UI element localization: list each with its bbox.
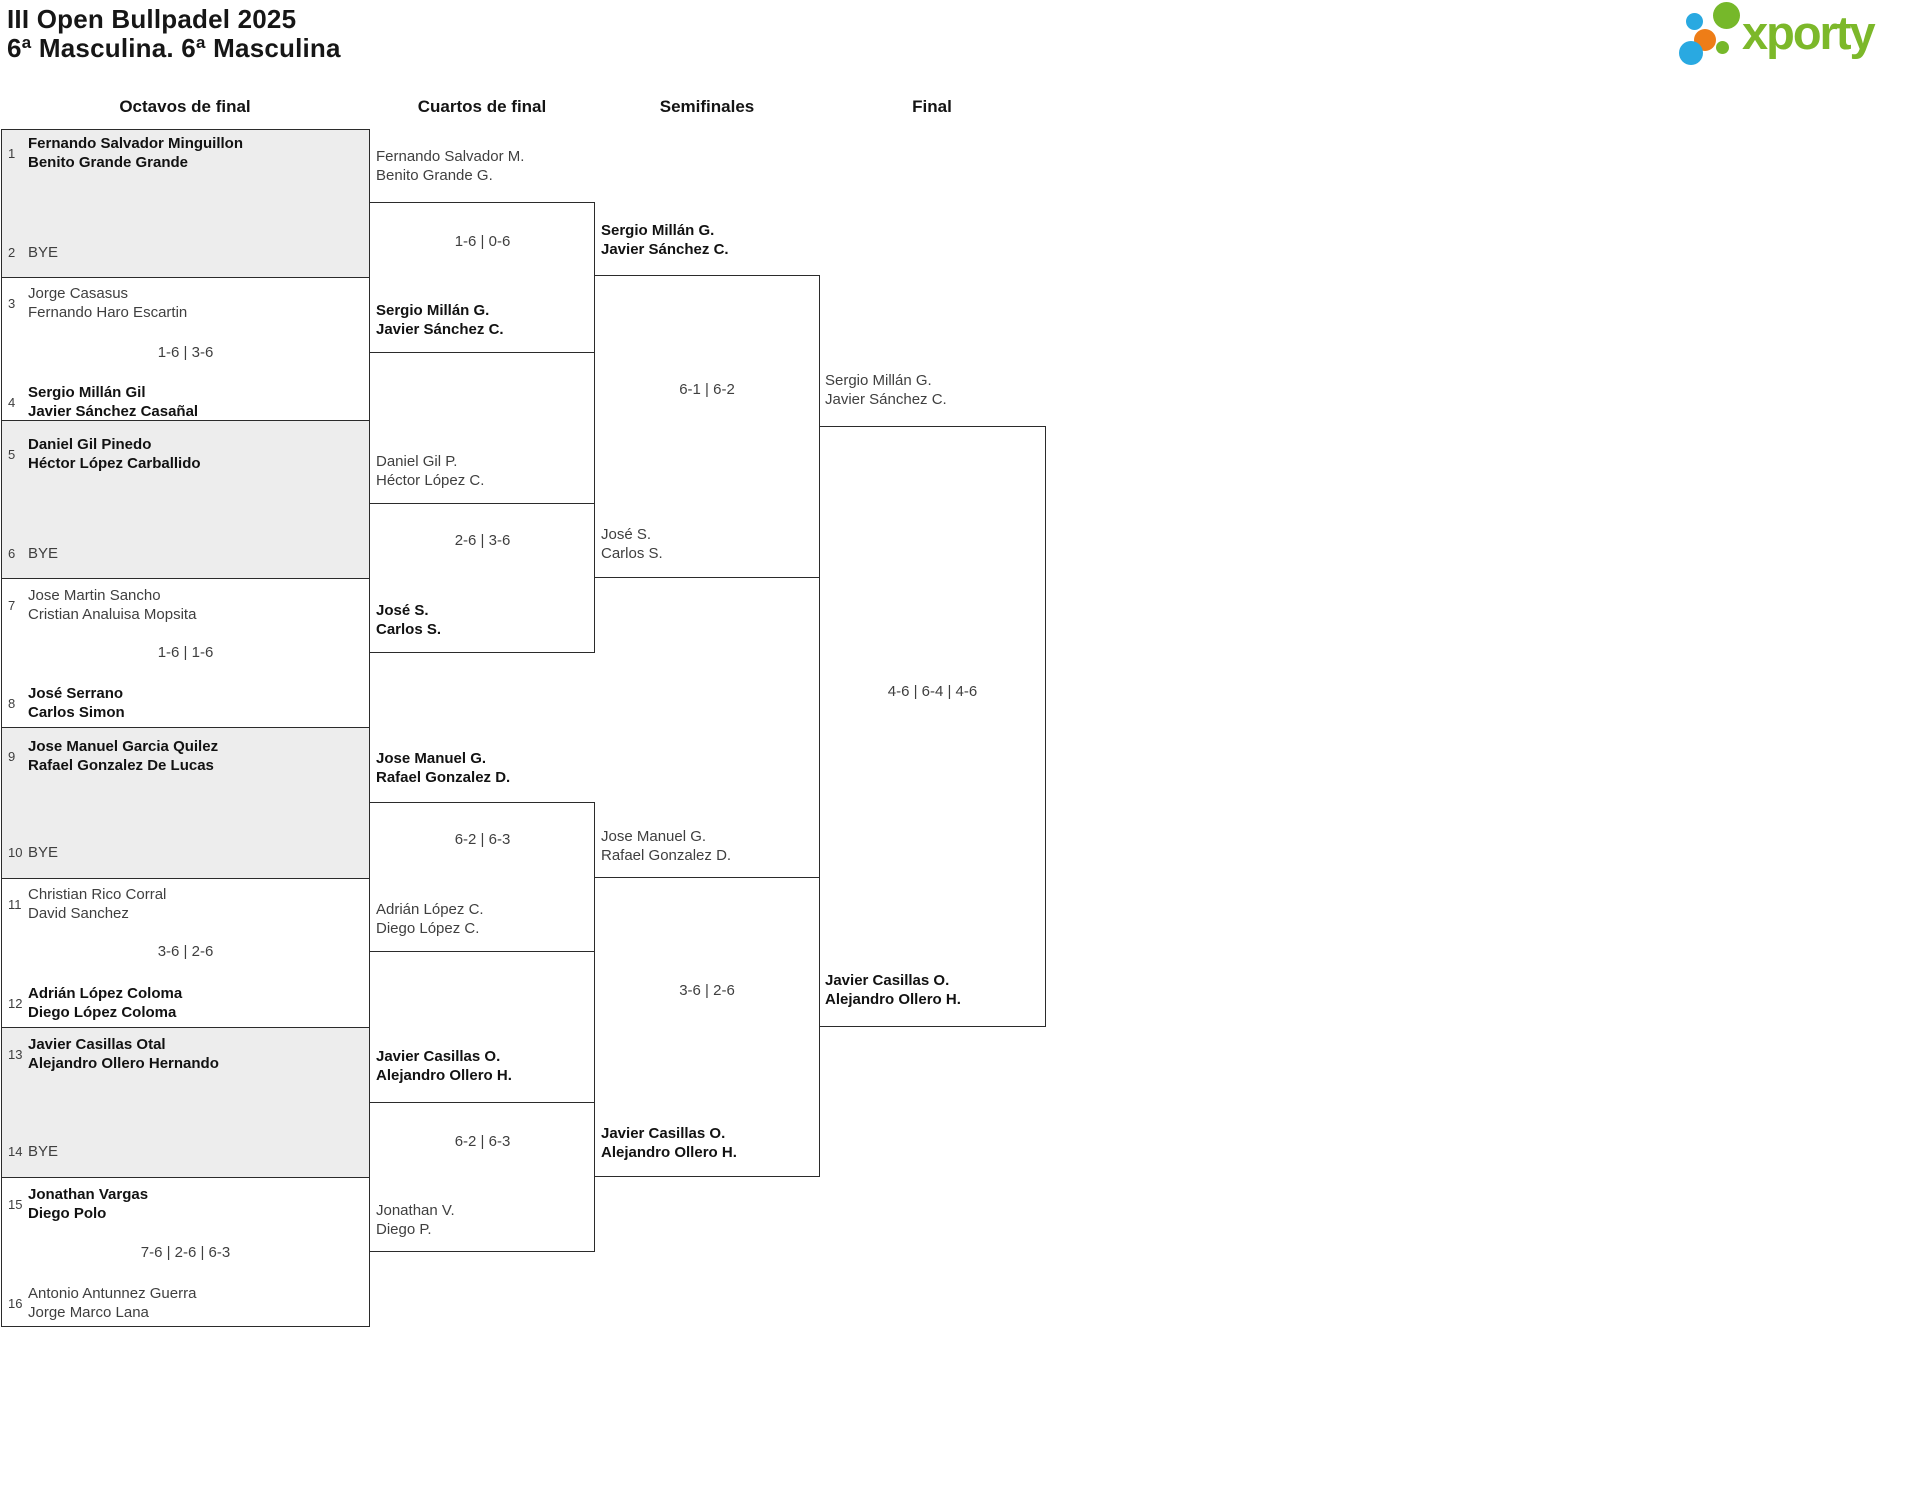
r16-slot-6: 6 BYE <box>6 544 358 563</box>
qf2-team-b: José S. Carlos S. <box>376 602 442 638</box>
qf1-team-b: Sergio Millán G. Javier Sánchez C. <box>376 302 504 338</box>
team-names: Jonathan Vargas Diego Polo <box>28 1186 149 1222</box>
r16-slot-1: 1 Fernando Salvador Minguillon Benito Gr… <box>6 134 358 172</box>
sf1-team-a: Sergio Millán G. Javier Sánchez C. <box>601 222 729 258</box>
qf4-team-b: Jonathan V. Diego P. <box>376 1202 455 1238</box>
slot-number: 10 <box>8 845 23 860</box>
round-header-semifinales: Semifinales <box>659 97 755 116</box>
qf-match-box-4 <box>370 1102 595 1252</box>
xporty-logo[interactable]: xporty <box>1676 0 1906 70</box>
r16-match-2-score: 1-6 | 3-6 <box>157 344 214 361</box>
team-names: BYE <box>28 545 59 562</box>
team-names: Antonio Antunnez Guerra Jorge Marco Lana <box>28 1285 197 1321</box>
slot-number: 16 <box>8 1295 23 1311</box>
final-match-box <box>819 426 1046 1027</box>
slot-number: 8 <box>8 695 16 711</box>
slot-number: 4 <box>8 394 16 410</box>
r16-slot-5: 5 Daniel Gil Pinedo Héctor López Carball… <box>6 435 358 473</box>
team-names: BYE <box>28 244 59 261</box>
r16-slot-11: 11 Christian Rico Corral David Sanchez <box>6 885 358 923</box>
logo-dot-blue-small <box>1686 13 1703 30</box>
slot-number: 14 <box>8 1144 23 1159</box>
logo-text: xporty <box>1742 6 1876 59</box>
final-team-b: Javier Casillas O. Alejandro Ollero H. <box>825 972 961 1008</box>
r16-match-box-7 <box>1 1027 370 1178</box>
round-header-final: Final <box>912 97 952 116</box>
r16-match-box-8 <box>1 1177 370 1327</box>
r16-slot-10: 10 BYE <box>6 843 358 862</box>
qf4-score: 6-2 | 6-3 <box>454 1133 511 1150</box>
qf1-score: 1-6 | 0-6 <box>454 233 511 250</box>
slot-number: 2 <box>8 245 16 260</box>
team-names: Sergio Millán Gil Javier Sánchez Casañal <box>28 384 199 420</box>
sf1-team-b: José S. Carlos S. <box>601 526 663 562</box>
team-names: BYE <box>28 844 59 861</box>
slot-number: 1 <box>8 145 16 161</box>
team-names: Javier Casillas Otal Alejandro Ollero He… <box>28 1036 219 1072</box>
qf-match-box-2 <box>370 503 595 653</box>
slot-number: 11 <box>8 896 22 912</box>
logo-dot-green-large <box>1713 2 1740 29</box>
qf3-score: 6-2 | 6-3 <box>454 831 511 848</box>
r16-slot-7: 7 Jose Martin Sancho Cristian Analuisa M… <box>6 586 358 624</box>
sf-match-box-2 <box>594 877 820 1177</box>
team-names: Jose Martin Sancho Cristian Analuisa Mop… <box>28 587 197 623</box>
r16-slot-3: 3 Jorge Casasus Fernando Haro Escartin <box>6 284 358 322</box>
slot-number: 3 <box>8 295 16 311</box>
slot-number: 9 <box>8 748 16 764</box>
team-names: Daniel Gil Pinedo Héctor López Carballid… <box>28 436 201 472</box>
final-score: 4-6 | 6-4 | 4-6 <box>887 683 978 700</box>
sf2-team-a: Jose Manuel G. Rafael Gonzalez D. <box>601 828 732 864</box>
round-header-cuartos: Cuartos de final <box>417 97 547 116</box>
slot-number: 12 <box>8 995 23 1011</box>
r16-slot-13: 13 Javier Casillas Otal Alejandro Ollero… <box>6 1035 358 1073</box>
qf3-team-a: Jose Manuel G. Rafael Gonzalez D. <box>376 750 511 786</box>
r16-slot-12: 12 Adrián López Coloma Diego López Colom… <box>6 984 358 1022</box>
r16-slot-8: 8 José Serrano Carlos Simon <box>6 684 358 722</box>
r16-match-box-6 <box>1 878 370 1028</box>
team-names: Christian Rico Corral David Sanchez <box>28 886 167 922</box>
team-names: Fernando Salvador Minguillon Benito Gran… <box>28 135 244 171</box>
r16-slot-9: 9 Jose Manuel Garcia Quilez Rafael Gonza… <box>6 737 358 775</box>
sf2-team-b: Javier Casillas O. Alejandro Ollero H. <box>601 1125 737 1161</box>
r16-match-box-1 <box>1 129 370 278</box>
logo-dot-green-small <box>1716 41 1729 54</box>
r16-match-box-4 <box>1 578 370 728</box>
slot-number: 15 <box>8 1196 23 1212</box>
logo-dot-blue-large <box>1679 41 1703 65</box>
team-names: Jorge Casasus Fernando Haro Escartin <box>28 285 188 321</box>
r16-slot-14: 14 BYE <box>6 1142 358 1161</box>
r16-match-box-2 <box>1 277 370 421</box>
r16-slot-15: 15 Jonathan Vargas Diego Polo <box>6 1185 358 1223</box>
category-subtitle: 6ª Masculina. 6ª Masculina <box>7 33 341 63</box>
sf1-score: 6-1 | 6-2 <box>679 381 735 398</box>
r16-match-4-score: 1-6 | 1-6 <box>157 644 214 661</box>
round-header-octavos: Octavos de final <box>119 97 251 116</box>
team-names: José Serrano Carlos Simon <box>28 685 125 721</box>
team-names: BYE <box>28 1143 59 1160</box>
qf1-team-a: Fernando Salvador M. Benito Grande G. <box>376 148 525 184</box>
team-names: Adrián López Coloma Diego López Coloma <box>28 985 183 1021</box>
qf4-team-a: Javier Casillas O. Alejandro Ollero H. <box>376 1048 512 1084</box>
sf2-score: 3-6 | 2-6 <box>679 982 735 999</box>
slot-number: 5 <box>8 446 16 462</box>
qf2-team-a: Daniel Gil P. Héctor López C. <box>376 453 485 489</box>
slot-number: 7 <box>8 597 16 613</box>
r16-match-6-score: 3-6 | 2-6 <box>157 943 214 960</box>
slot-number: 6 <box>8 546 16 561</box>
r16-slot-16: 16 Antonio Antunnez Guerra Jorge Marco L… <box>6 1284 358 1322</box>
tournament-title: III Open Bullpadel 2025 <box>7 4 297 34</box>
r16-match-8-score: 7-6 | 2-6 | 6-3 <box>140 1244 231 1261</box>
r16-slot-4: 4 Sergio Millán Gil Javier Sánchez Casañ… <box>6 383 358 421</box>
r16-slot-2: 2 BYE <box>6 243 358 262</box>
qf3-team-b: Adrián López C. Diego López C. <box>376 901 484 937</box>
qf2-score: 2-6 | 3-6 <box>454 532 511 549</box>
team-names: Jose Manuel Garcia Quilez Rafael Gonzale… <box>28 738 219 774</box>
final-team-a: Sergio Millán G. Javier Sánchez C. <box>825 372 947 408</box>
r16-match-box-3 <box>1 420 370 579</box>
slot-number: 13 <box>8 1046 23 1062</box>
